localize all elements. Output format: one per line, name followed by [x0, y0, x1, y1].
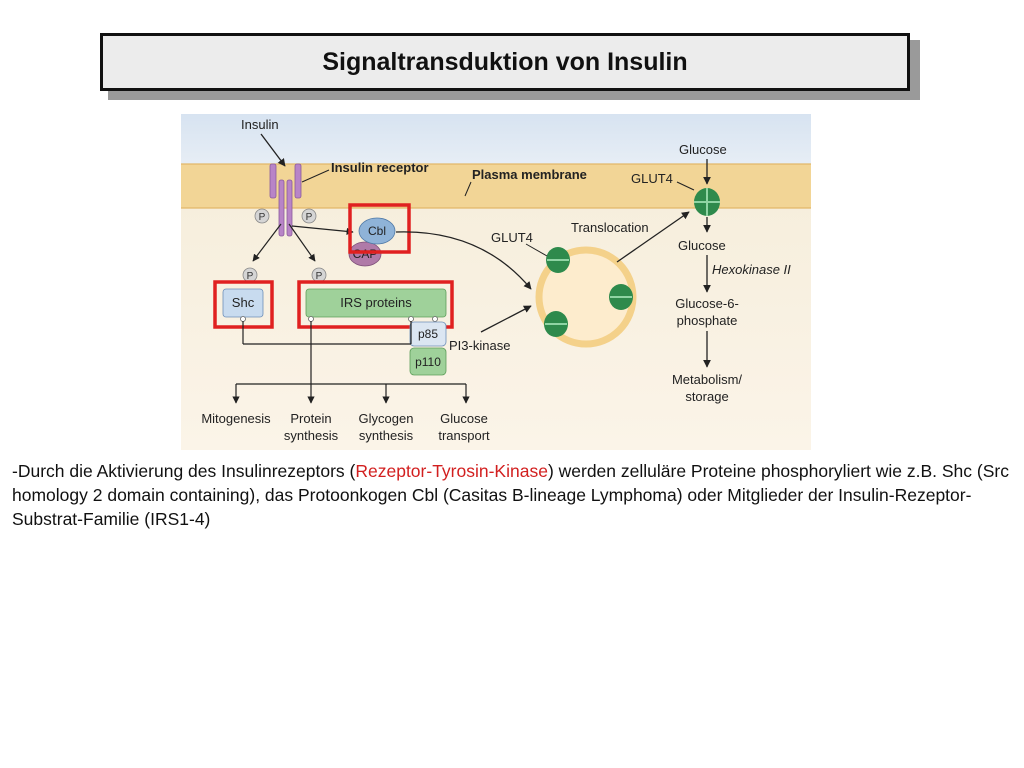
svg-text:P: P: [316, 271, 323, 282]
vesicle-glut4-label: GLUT4: [491, 230, 533, 245]
glut4-membrane-label: GLUT4: [631, 171, 673, 186]
arrow-receptor-to-cbl: [291, 225, 354, 235]
outcome-branch-lines: [232, 321, 470, 404]
vesicle-glut4-transporter-2: [609, 284, 633, 310]
membrane-glut4-transporter: [694, 188, 720, 216]
cbl-protein: Cbl: [358, 217, 396, 245]
p110-subunit: p110: [409, 347, 447, 376]
vesicle-glut4-transporter-3: [544, 311, 568, 337]
svg-text:p110: p110: [415, 355, 441, 369]
svg-text:Cbl: Cbl: [368, 224, 386, 238]
body-text-prefix: -Durch die Aktivierung des Insulinrezept…: [12, 461, 356, 481]
body-text-suffix: ) werden zelluläre Proteine phosphorylie…: [12, 461, 1009, 529]
g6p-line2: phosphate: [677, 313, 738, 328]
plasma-membrane-label: Plasma membrane: [472, 167, 587, 182]
body-text-highlight: Rezeptor-Tyrosin-Kinase: [355, 461, 548, 481]
title-box: Signaltransduktion von Insulin: [100, 33, 910, 91]
g6p-line1: Glucose-6-: [675, 296, 739, 311]
glut4-vesicle: [535, 246, 637, 348]
arrow-receptor-to-shc: [252, 223, 282, 262]
glut4-membrane-pointer: [676, 181, 695, 191]
glucose-mid-label: Glucose: [678, 238, 726, 253]
svg-text:P: P: [306, 212, 313, 223]
irs-phospho: P: [311, 267, 327, 283]
svg-text:p85: p85: [418, 327, 438, 341]
receptor-phospho-right: P: [301, 208, 317, 224]
outcome-glycogen-line1: Glycogen: [359, 411, 414, 426]
insulin-signaling-diagram: Insulin Insulin receptor Plasma membrane…: [181, 114, 811, 450]
irs-highlight-box: [297, 280, 454, 329]
arrow-translocation: [616, 211, 690, 263]
outcome-protein-line2: synthesis: [284, 428, 339, 443]
shc-protein: Shc: [222, 288, 264, 322]
outcome-glucose-line1: Glucose: [440, 411, 488, 426]
membrane-label-line: [464, 181, 472, 197]
insulin-receptor-shape: [269, 163, 302, 237]
irs-proteins-box: IRS proteins: [305, 288, 447, 322]
page-title: Signaltransduktion von Insulin: [322, 47, 688, 76]
arrow-receptor-to-irs: [288, 223, 316, 262]
glucose-top-label: Glucose: [679, 142, 727, 157]
metabolism-line1: Metabolism/: [672, 372, 742, 387]
svg-text:P: P: [247, 271, 254, 282]
body-text: -Durch die Aktivierung des Insulinrezept…: [12, 459, 1012, 531]
p85-subunit: p85: [409, 321, 447, 347]
svg-text:CAP: CAP: [353, 247, 378, 261]
outcome-glucose-line2: transport: [438, 428, 490, 443]
svg-text:IRS proteins: IRS proteins: [340, 295, 412, 310]
outcome-glycogen-line2: synthesis: [359, 428, 414, 443]
insulin-arrow: [260, 133, 286, 167]
receptor-phospho-left: P: [254, 208, 270, 224]
arrow-cbl-to-vesicle: [395, 231, 532, 290]
arrow-pi3k-to-vesicle: [480, 305, 532, 333]
cap-protein: CAP: [348, 241, 382, 267]
translocation-label: Translocation: [571, 220, 649, 235]
cbl-highlight-box: [348, 203, 411, 254]
svg-text:Shc: Shc: [232, 295, 255, 310]
shc-phospho: P: [242, 267, 258, 283]
vesicle-glut4-pointer: [525, 243, 548, 257]
hexokinase-label: Hexokinase II: [712, 262, 791, 277]
pi3-kinase-label: PI3-kinase: [449, 338, 510, 353]
receptor-label-line: [301, 169, 330, 183]
insulin-receptor-label: Insulin receptor: [331, 160, 429, 175]
outcome-protein-line1: Protein: [290, 411, 331, 426]
insulin-label: Insulin: [241, 117, 279, 132]
metabolism-line2: storage: [685, 389, 728, 404]
outcome-mitogenesis: Mitogenesis: [201, 411, 271, 426]
svg-text:P: P: [259, 212, 266, 223]
vesicle-glut4-transporter-1: [546, 247, 570, 273]
